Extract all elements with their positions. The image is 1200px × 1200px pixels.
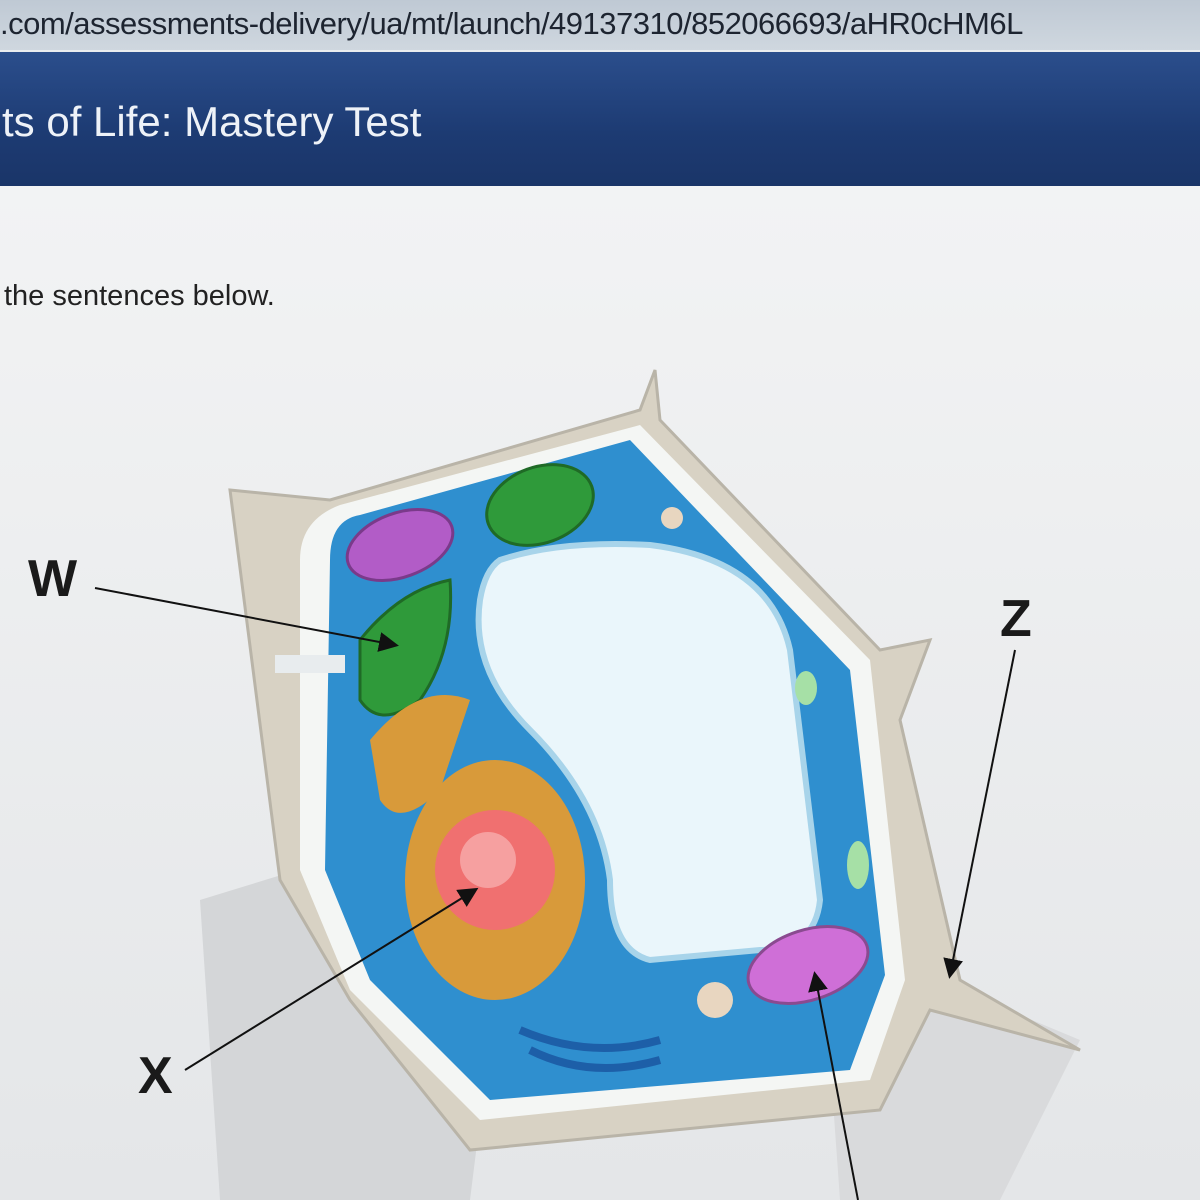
vesicle <box>661 507 683 529</box>
vesicle <box>697 982 733 1018</box>
peroxisome <box>847 841 869 889</box>
mitochondrion <box>345 508 455 582</box>
vacuole <box>475 541 824 964</box>
chloroplast <box>485 463 595 547</box>
arrow-w <box>94 587 399 652</box>
golgi-apparatus <box>370 695 470 813</box>
chloroplast-w <box>358 578 453 717</box>
nucleolus <box>460 832 516 888</box>
label-w: W <box>28 550 78 608</box>
peroxisome <box>795 671 817 705</box>
label-z: Z <box>1000 590 1032 648</box>
arrow-unlabeled <box>808 971 859 1200</box>
plasmodesma <box>275 655 345 673</box>
label-x: X <box>138 1047 173 1105</box>
arrow-x <box>184 887 479 1071</box>
test-header: ts of Life: Mastery Test <box>0 52 1200 186</box>
url-text[interactable]: .com/assessments-delivery/ua/mt/launch/4… <box>0 6 1023 41</box>
arrow-z <box>943 649 1016 979</box>
golgi-body <box>518 1026 662 1072</box>
neighbor-cell-left <box>200 860 480 1200</box>
page-title: ts of Life: Mastery Test <box>2 98 422 145</box>
question-instruction: the sentences below. <box>4 280 275 312</box>
address-bar[interactable]: .com/assessments-delivery/ua/mt/launch/4… <box>0 0 1200 50</box>
